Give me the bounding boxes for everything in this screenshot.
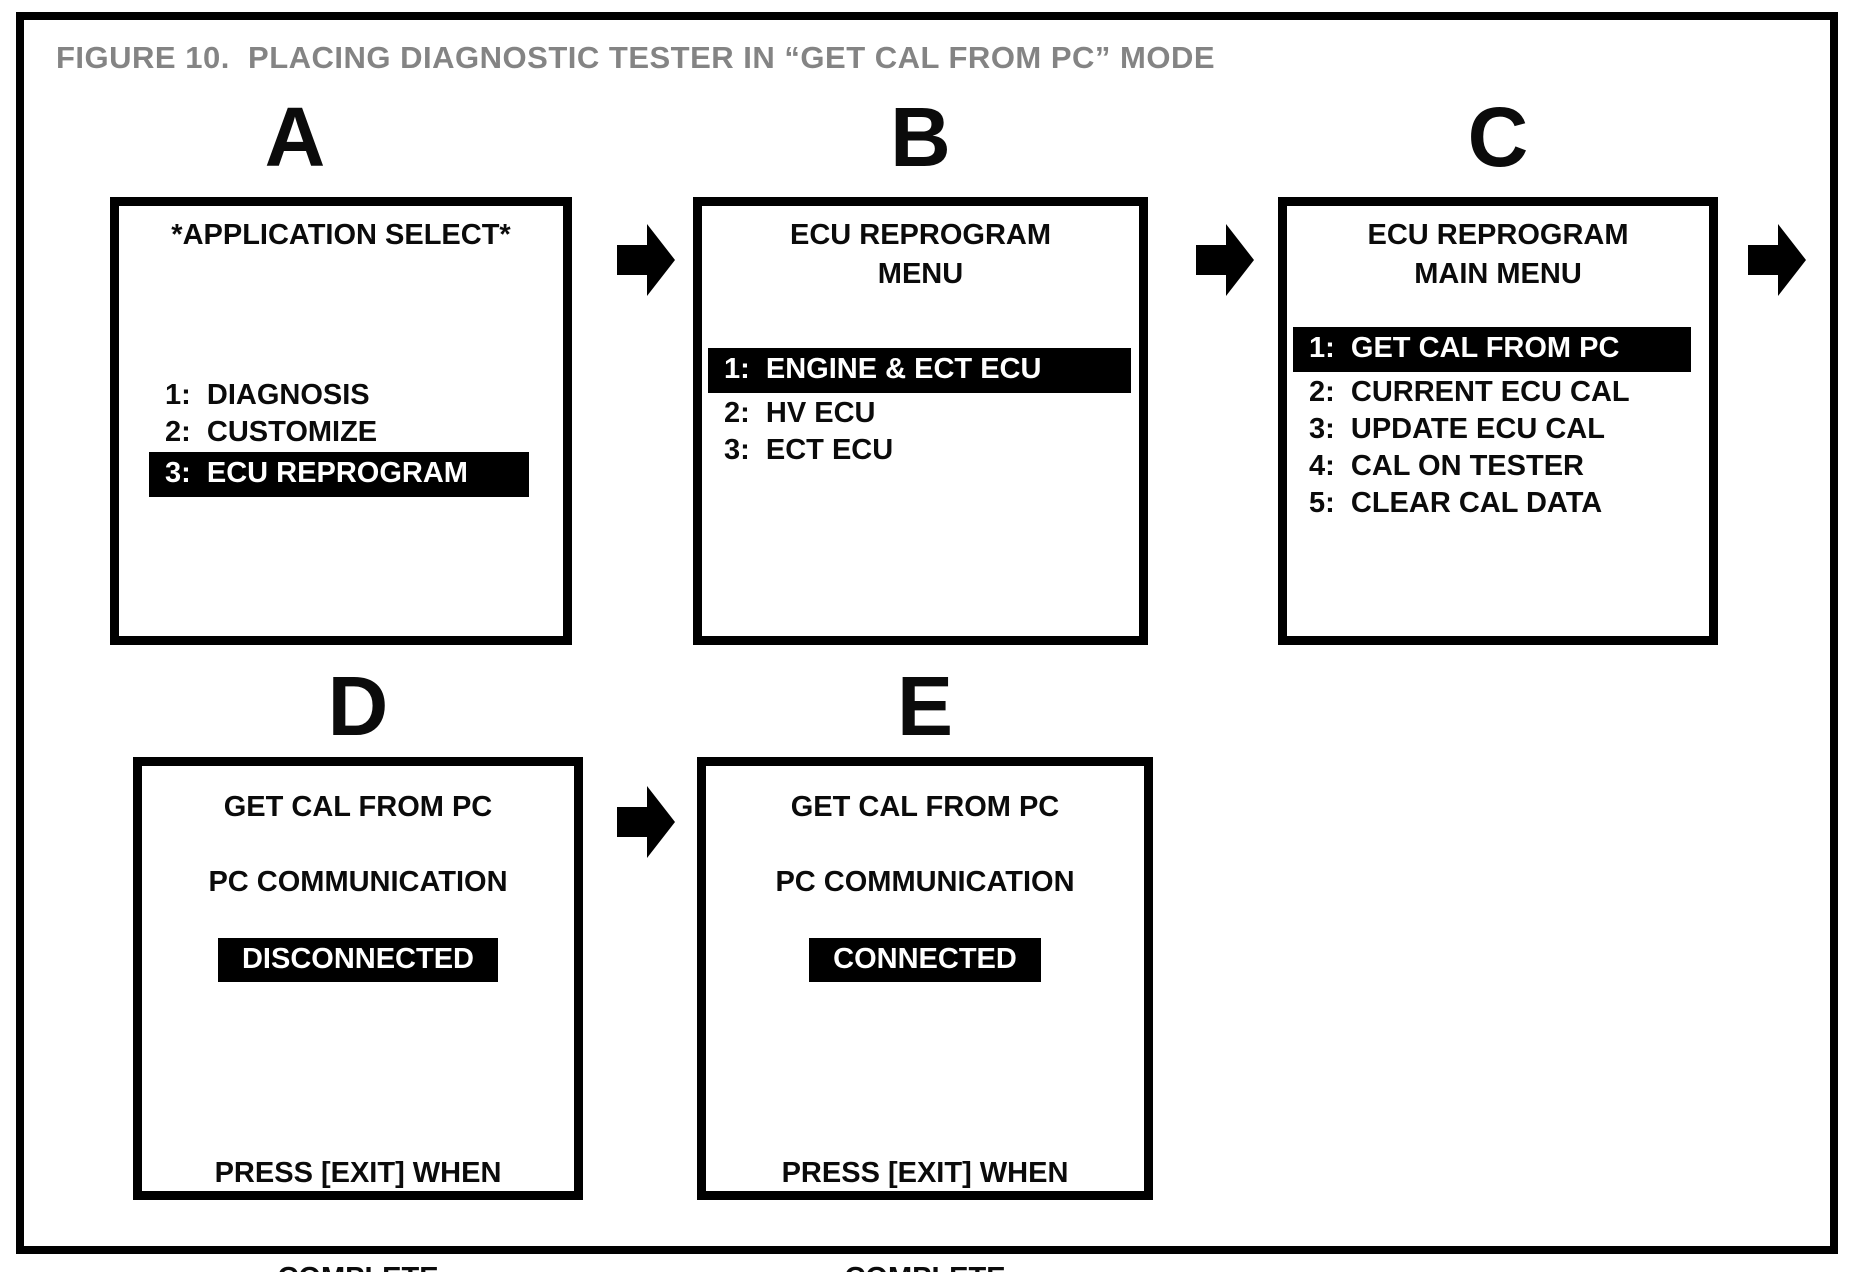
menu-item: 3: UPDATE ECU CAL [1309,413,1605,445]
menu-item: 4: CAL ON TESTER [1309,450,1584,482]
screen-d-footer-line1: PRESS [EXIT] WHEN [214,1157,502,1189]
screen-d-line1: GET CAL FROM PC [223,791,493,823]
flow-arrow-right-icon [617,222,675,298]
menu-item: 2: HV ECU [724,397,876,429]
menu-item: 3: ECT ECU [724,434,894,466]
tester-screen-pc-disconnected: GET CAL FROM PC PC COMMUNICATION DISCONN… [133,757,583,1272]
step-label-e: E [896,659,954,753]
step-label-a: A [264,90,326,184]
flow-arrow-right-icon [1748,222,1806,298]
menu-item: 5: CLEAR CAL DATA [1309,487,1603,519]
status-badge-disconnected: DISCONNECTED [217,938,498,982]
flow-arrow-right-icon [617,784,675,860]
flow-arrow-right-icon [1196,222,1254,298]
screen-c-menu: 1: GET CAL FROM PC 2: CURRENT ECU CAL 3:… [1287,327,1709,520]
tester-screen-pc-connected: GET CAL FROM PC PC COMMUNICATION CONNECT… [697,757,1153,1272]
screen-e-footer: PRESS [EXIT] WHEN COMPLETE [706,1086,1144,1272]
step-label-b: B [890,90,951,184]
screen-a-menu: 1: DIAGNOSIS 2: CUSTOMIZE 3: ECU REPROGR… [119,378,563,497]
menu-item-selected: 3: ECU REPROGRAM [149,452,529,497]
screen-d-footer-line2: COMPLETE [142,1261,574,1272]
step-label-d: D [327,659,389,753]
tester-screen-application-select: *APPLICATION SELECT* 1: DIAGNOSIS 2: CUS… [110,197,572,645]
tester-screen-ecu-reprogram-menu: ECU REPROGRAM MENU 1: ENGINE & ECT ECU 2… [693,197,1148,645]
menu-item-selected: 1: GET CAL FROM PC [1293,327,1691,372]
screen-e-footer-line1: PRESS [EXIT] WHEN [781,1157,1069,1189]
screen-d-status-row: DISCONNECTED [142,938,574,982]
screen-e-status-row: CONNECTED [706,938,1144,982]
menu-item: 2: CUSTOMIZE [165,416,378,448]
screen-a-title: *APPLICATION SELECT* [171,219,511,251]
screen-d-line2: PC COMMUNICATION [208,866,508,898]
screen-e-footer-line2: COMPLETE [706,1261,1144,1272]
screen-b-menu: 1: ENGINE & ECT ECU 2: HV ECU 3: ECT ECU [702,348,1139,467]
screen-c-title-line2: MAIN MENU [1414,258,1582,290]
screen-e-line2: PC COMMUNICATION [775,866,1075,898]
menu-item: 1: DIAGNOSIS [165,379,370,411]
menu-item: 2: CURRENT ECU CAL [1309,376,1630,408]
screen-b-title-line2: MENU [877,258,964,290]
menu-item-selected: 1: ENGINE & ECT ECU [708,348,1131,393]
tester-screen-ecu-reprogram-main-menu: ECU REPROGRAM MAIN MENU 1: GET CAL FROM … [1278,197,1718,645]
screen-e-line1: GET CAL FROM PC [790,791,1060,823]
screen-c-title-line1: ECU REPROGRAM [1367,219,1629,251]
figure-caption: FIGURE 10. PLACING DIAGNOSTIC TESTER IN … [56,40,1216,75]
screen-d-footer: PRESS [EXIT] WHEN COMPLETE [142,1086,574,1272]
step-label-c: C [1467,90,1529,184]
status-badge-connected: CONNECTED [809,938,1041,982]
screen-b-title-line1: ECU REPROGRAM [789,219,1051,251]
